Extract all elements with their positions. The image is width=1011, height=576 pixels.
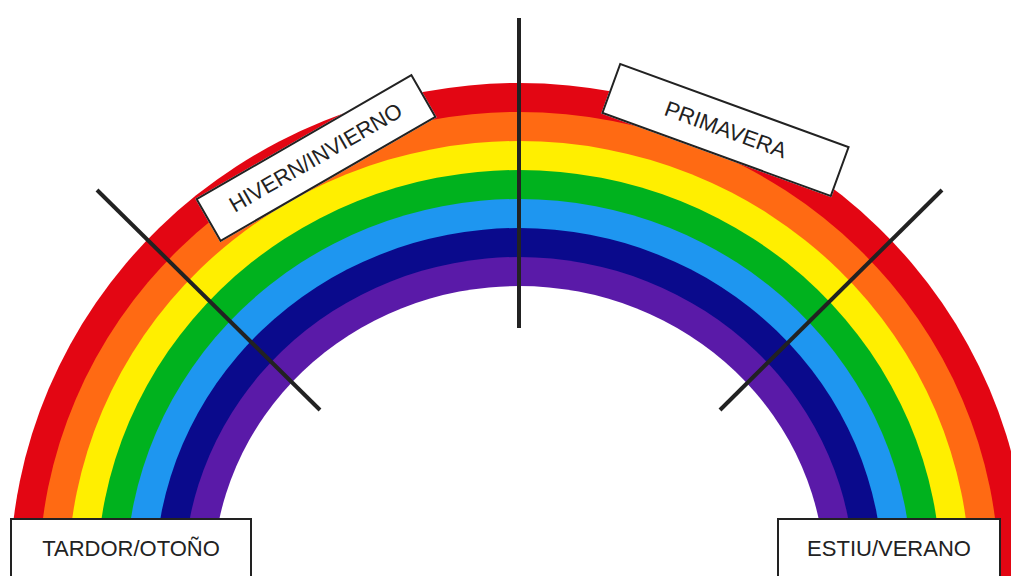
season-box: ESTIU/VERANO: [777, 518, 1001, 576]
season-label: ESTIU/VERANO: [807, 536, 971, 562]
rainbow-bands: [10, 83, 1011, 576]
season-box: TARDOR/OTOÑO: [10, 518, 252, 576]
divider-line: [720, 190, 942, 410]
rainbow-band: [10, 83, 1011, 576]
divider-line: [517, 18, 521, 328]
rainbow-band: [213, 286, 825, 576]
season-label: TARDOR/OTOÑO: [42, 536, 220, 562]
